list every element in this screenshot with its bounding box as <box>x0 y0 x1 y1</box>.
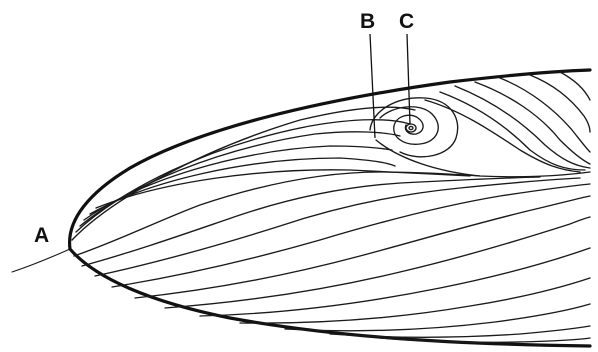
lower-streamlines <box>74 172 590 342</box>
separation-line <box>376 140 590 177</box>
label-a: A <box>34 224 49 247</box>
incoming-streamline <box>12 249 70 272</box>
downstream-streamlines <box>425 72 590 172</box>
label-b: B <box>360 10 375 33</box>
label-c: C <box>399 10 414 33</box>
upper-surface-outline <box>70 70 590 249</box>
label-c-leader <box>407 34 410 124</box>
